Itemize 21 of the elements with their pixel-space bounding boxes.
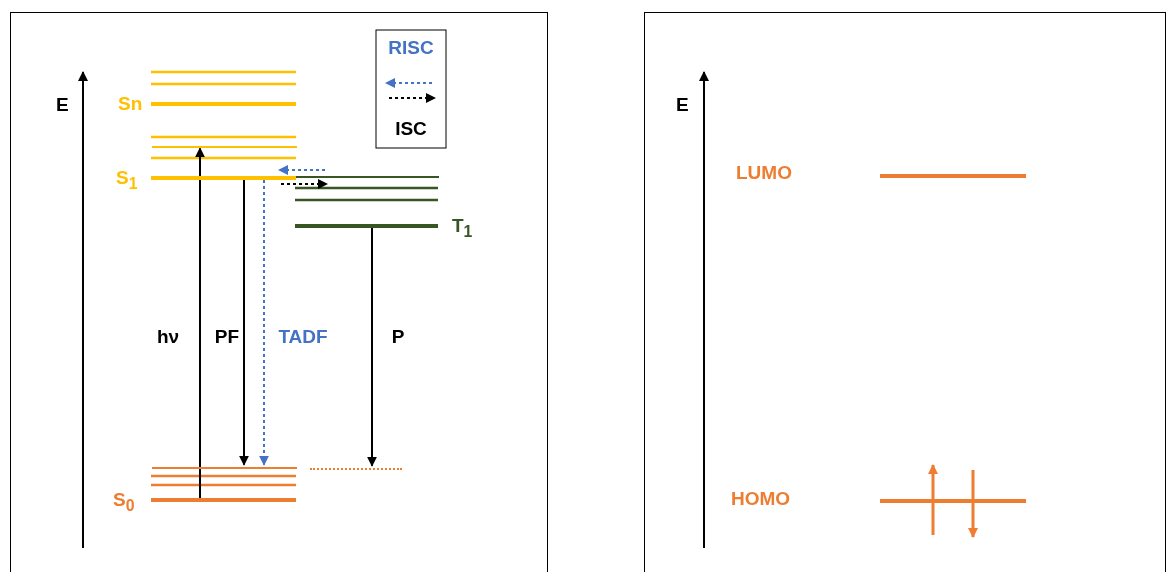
energy-level-label: HOMO [731, 488, 791, 510]
axis-label: E [676, 94, 689, 116]
legend-label: ISC [394, 118, 428, 140]
transition-arrow [195, 147, 205, 499]
energy-level-line [296, 175, 439, 179]
energy-level-label: LUMO [736, 162, 792, 184]
energy-level-line [152, 466, 297, 470]
transition-arrow [367, 227, 377, 467]
energy-level-label: S$_{0}$ [113, 489, 135, 516]
transition-arrow [280, 179, 328, 189]
energy-level-line [310, 467, 402, 471]
transition-arrow [278, 165, 326, 175]
energy-level-label: S$_{1}$ [116, 167, 138, 194]
legend-label: RISC [387, 37, 435, 59]
energy-level-line [152, 145, 297, 149]
transition-arrow [259, 179, 269, 466]
energy-level-label: T$_{1}$ [452, 215, 473, 242]
panel-frame [644, 12, 1166, 572]
axis-label: E [56, 94, 69, 116]
energy-level-label: Sn [118, 93, 143, 115]
transition-arrow [239, 179, 249, 466]
